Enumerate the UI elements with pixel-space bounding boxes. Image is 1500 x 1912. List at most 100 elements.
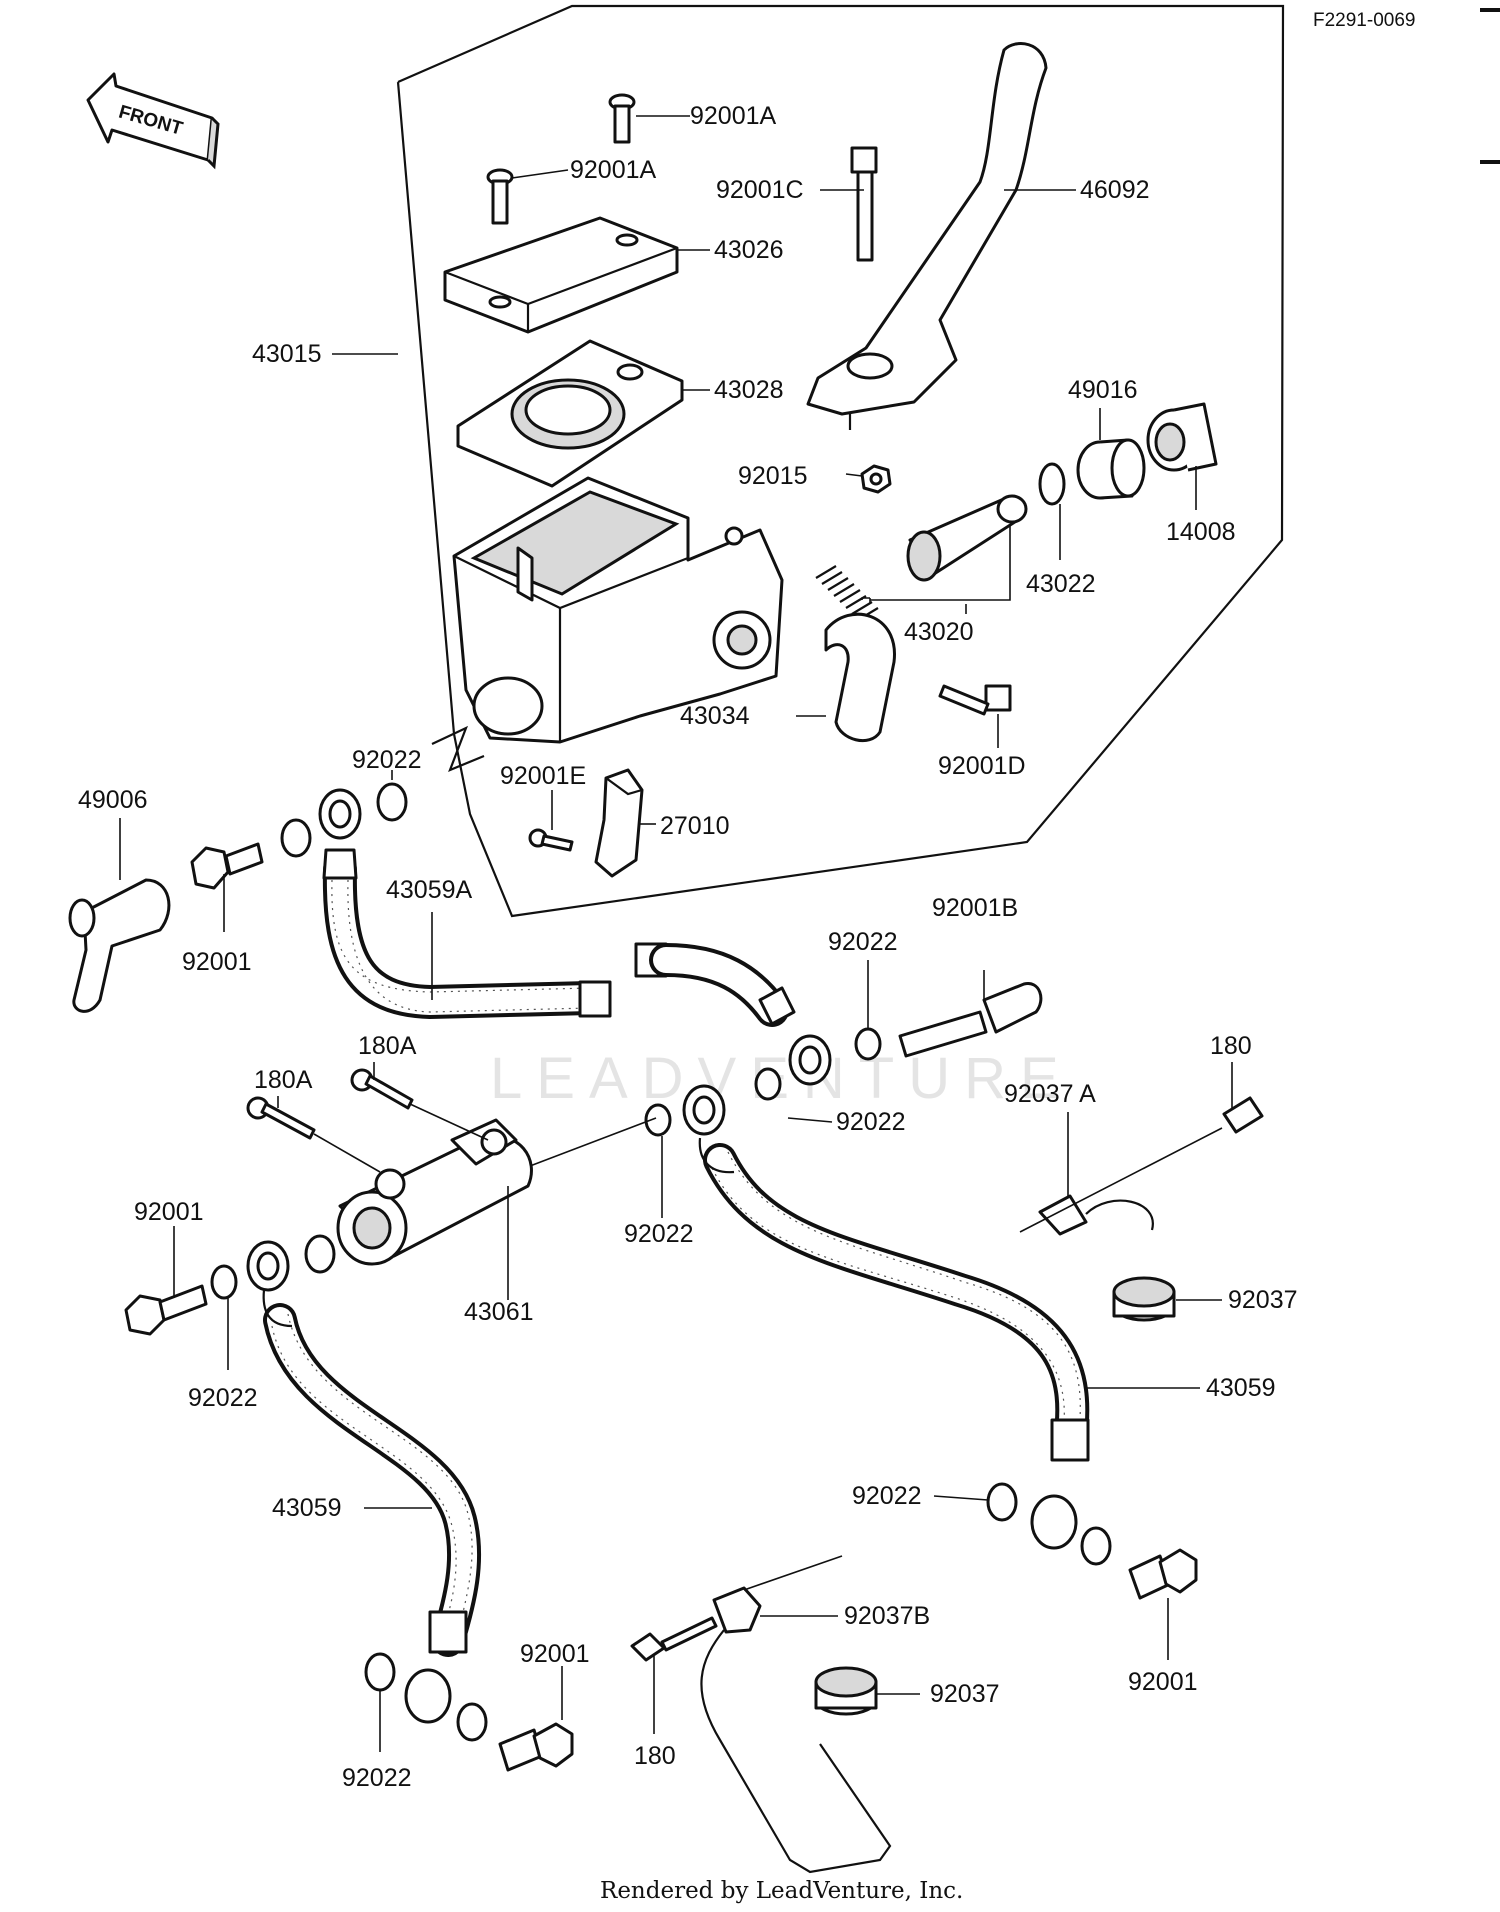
banjo-fitting-lower [682,1084,726,1136]
cap-49006 [68,878,171,1013]
screw-92001a-left [486,168,514,225]
figure-code: F2291-0069 [1313,10,1415,31]
washer-92022-b [854,1027,882,1061]
label-43059-right: 43059 [1206,1374,1276,1402]
label-92037-a: 92037 [1228,1286,1298,1314]
label-92001a-left: 92001A [570,156,657,184]
label-92001-bottom: 92001 [520,1640,590,1668]
label-180a-right: 180A [358,1032,417,1060]
label-43059a: 43059A [386,876,473,904]
label-92001a-top: 92001A [690,102,777,130]
banjo-fitting-upper [318,788,362,840]
banjo-fitting-left [246,1240,290,1292]
assembly-boundary [396,4,1285,918]
label-92022-c: 92022 [836,1108,906,1136]
washer-92022-upper [376,782,408,822]
label-92001d: 92001D [938,752,1026,780]
leader-lines [119,115,1233,1752]
washer-92022-e [986,1482,1018,1522]
hose-43059-right [698,1137,1090,1550]
label-92001b: 92001B [932,894,1018,922]
hose-43059-left [262,1289,482,1724]
label-92022-f: 92022 [852,1482,922,1510]
clamp-43034 [824,612,896,743]
label-92022-b: 92022 [828,928,898,956]
label-180-upper: 180 [1210,1032,1252,1060]
label-92022-g: 92022 [342,1764,412,1792]
bolt-92001d [938,684,1012,716]
label-92022-d: 92022 [624,1220,694,1248]
leader-180a-left [313,1133,381,1173]
bolt-180-upper [1222,1096,1264,1134]
washer-92022-d [644,1103,672,1137]
watermark-text: LEADVENTURE [490,1046,1073,1111]
label-49016: 49016 [1068,376,1138,404]
grommet-92037-b [814,1666,878,1716]
boundary-break-lines [431,725,485,772]
screw-92001e [528,828,574,852]
label-92001-right: 92001 [1128,1668,1198,1696]
label-92001e: 92001E [500,762,586,790]
bolt-92001b [898,982,1043,1058]
label-92001c: 92001C [716,176,804,204]
label-43059-left: 43059 [272,1494,342,1522]
diaphragm-gasket [456,339,684,488]
washer-92022-left [280,818,312,858]
label-92037a: 92037 A [1004,1080,1096,1108]
grommet-92037-a [1112,1276,1176,1322]
front-arrow-icon: FRONT [86,72,220,170]
piston-spring [815,565,879,621]
switch-27010 [594,768,644,878]
label-49006: 49006 [78,786,148,814]
washer-43022 [1038,462,1066,506]
bolt-180-lower [630,1616,718,1662]
leader-180-upper [1019,1127,1223,1233]
bolt-180a-left [246,1096,316,1140]
dust-boot-49016 [1076,438,1146,500]
nut-92015 [860,464,892,494]
slave-cylinder-43061 [336,1118,533,1266]
label-43026: 43026 [714,236,784,264]
leader-slave-to-banjo [529,1117,657,1167]
reservoir-cap [443,216,679,334]
label-180-lower: 180 [634,1742,676,1770]
clip-92037a [1038,1194,1154,1236]
label-43028: 43028 [714,376,784,404]
bolt-92001-bottom [498,1722,574,1772]
label-43015: 43015 [252,340,322,368]
label-180a-left: 180A [254,1066,313,1094]
washer-92022-c [754,1067,782,1101]
leader-180a-right [409,1103,489,1141]
washer-92022-g [304,1234,336,1274]
label-92001-left: 92001 [134,1198,204,1226]
label-92037-b: 92037 [930,1680,1000,1708]
bolt-92001-upper [190,842,264,890]
label-14008: 14008 [1166,518,1236,546]
washer-92022-f [1080,1526,1112,1566]
label-92022-e: 92022 [188,1384,258,1412]
hose-43059a [322,848,832,1086]
cover-14008 [1146,402,1218,472]
label-92001-upper: 92001 [182,948,252,976]
label-92022-upper: 92022 [352,746,422,774]
label-43061: 43061 [464,1298,534,1326]
washer-92022-h [210,1264,238,1300]
bracket-92037b [700,1586,892,1874]
label-27010: 27010 [660,812,730,840]
screw-92001a-top [608,93,636,144]
label-43034: 43034 [680,702,750,730]
piston [906,494,1028,582]
pivot-bolt-92001c [850,146,878,262]
label-43022: 43022 [1026,570,1096,598]
leader-bracket-upper [743,1555,843,1591]
footer-credit: Rendered by LeadVenture, Inc. [600,1878,963,1904]
label-92015: 92015 [738,462,808,490]
master-cylinder-body [452,476,784,744]
label-46092: 46092 [1080,176,1150,204]
bolt-180a-right [350,1068,414,1110]
label-43020: 43020 [904,618,974,646]
bolt-92001-right [1128,1548,1198,1600]
brake-lever [806,42,1048,430]
washer-92022-i [364,1652,396,1692]
